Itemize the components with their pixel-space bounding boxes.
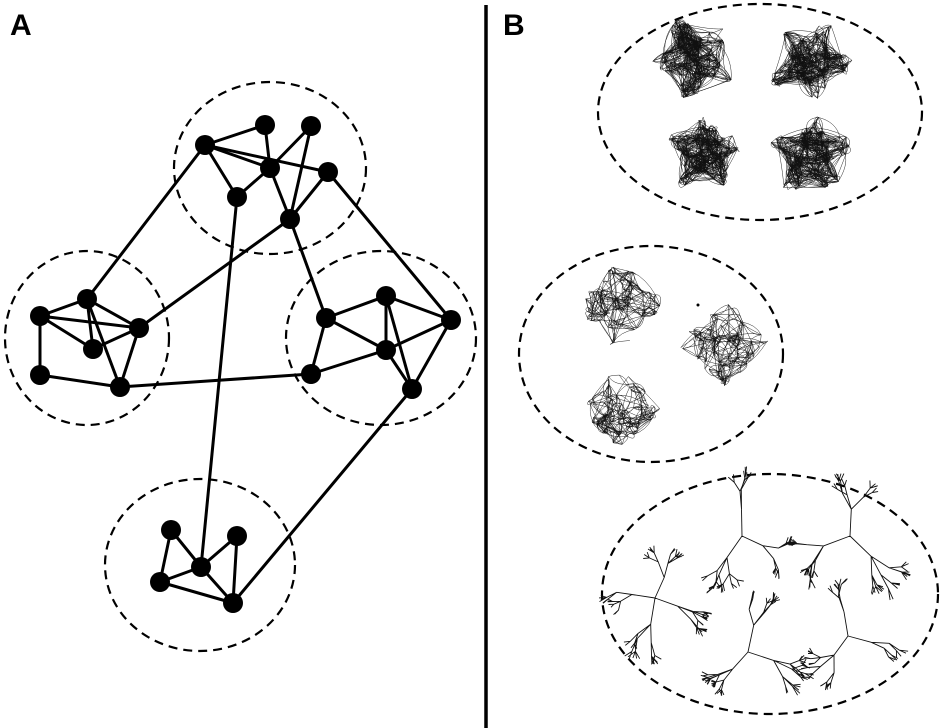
edge xyxy=(38,314,141,330)
edge xyxy=(309,348,388,376)
node-top xyxy=(280,209,300,229)
node-bottom xyxy=(223,593,243,613)
node-bottom xyxy=(191,557,211,577)
node-top xyxy=(195,135,215,155)
dense-mesh-network-edges xyxy=(770,116,851,190)
edge xyxy=(324,294,388,320)
group-circle-top xyxy=(172,80,368,256)
edge xyxy=(231,534,239,605)
node-top xyxy=(227,187,247,207)
node-top xyxy=(260,158,280,178)
node-left xyxy=(129,318,149,338)
node-right xyxy=(402,379,422,399)
panel-a-label: A xyxy=(10,9,32,42)
node-top xyxy=(318,162,338,182)
node-top xyxy=(255,115,275,135)
group-circle-bottom xyxy=(103,477,297,653)
dense-mesh-network-edges xyxy=(652,19,732,98)
sparse-mesh-network xyxy=(585,266,661,345)
edge xyxy=(118,372,313,389)
edge xyxy=(203,123,267,147)
tree-network xyxy=(799,578,909,691)
edge xyxy=(118,326,141,389)
edge xyxy=(38,314,95,351)
node-left xyxy=(77,289,97,309)
group-circle-left xyxy=(3,249,171,427)
panel-a-graph xyxy=(3,80,478,653)
edge xyxy=(288,170,330,221)
dense-mesh-network-edges xyxy=(771,24,853,99)
tree-network xyxy=(598,545,712,665)
node-right xyxy=(301,364,321,384)
edge xyxy=(85,143,207,301)
node-right xyxy=(376,340,396,360)
edge xyxy=(410,318,453,391)
panel-b-label: B xyxy=(503,9,525,42)
node-bottom xyxy=(150,572,170,592)
dense-mesh-network xyxy=(652,19,732,98)
isolated-dot xyxy=(696,303,700,307)
group-ellipse-trees xyxy=(600,472,940,716)
dense-mesh-network xyxy=(668,116,740,188)
edge xyxy=(199,195,239,569)
edge xyxy=(137,217,292,330)
edge xyxy=(158,580,235,605)
sparse-mesh-network xyxy=(680,304,769,387)
dense-mesh-network xyxy=(771,24,853,99)
node-left xyxy=(30,365,50,385)
node-bottom xyxy=(161,520,181,540)
sparse-mesh-network-edges xyxy=(680,304,769,387)
group-ellipse-sparse-mesh xyxy=(517,244,785,464)
node-left xyxy=(110,377,130,397)
edge xyxy=(288,124,313,221)
tree-networks xyxy=(598,466,911,696)
node-left xyxy=(83,339,103,359)
tree-network xyxy=(700,590,814,696)
tree-network xyxy=(701,466,796,594)
node-left xyxy=(30,306,50,326)
edge xyxy=(231,387,414,605)
sparse-mesh-networks xyxy=(585,266,769,445)
sparse-mesh-network xyxy=(587,374,660,445)
edge xyxy=(384,318,453,352)
dense-mesh-networks xyxy=(652,19,853,190)
node-right xyxy=(441,310,461,330)
node-right xyxy=(316,308,336,328)
node-right xyxy=(376,286,396,306)
node-top xyxy=(301,116,321,136)
edge xyxy=(38,373,122,389)
group-ellipse-dense-mesh xyxy=(596,2,924,222)
edge xyxy=(384,294,453,322)
edge xyxy=(288,217,328,320)
edge xyxy=(324,316,388,352)
sparse-mesh-network-edges xyxy=(585,266,661,345)
edge xyxy=(326,170,453,322)
dense-mesh-network xyxy=(770,116,851,190)
edge xyxy=(203,143,239,199)
sparse-mesh-network-edges xyxy=(587,374,660,445)
node-bottom xyxy=(227,526,247,546)
group-circle-right xyxy=(284,249,478,427)
nodes xyxy=(30,115,461,613)
tree-network xyxy=(787,473,911,601)
dense-mesh-network-edges xyxy=(668,116,740,188)
edge xyxy=(203,143,330,174)
panel-b-networks xyxy=(517,2,940,716)
